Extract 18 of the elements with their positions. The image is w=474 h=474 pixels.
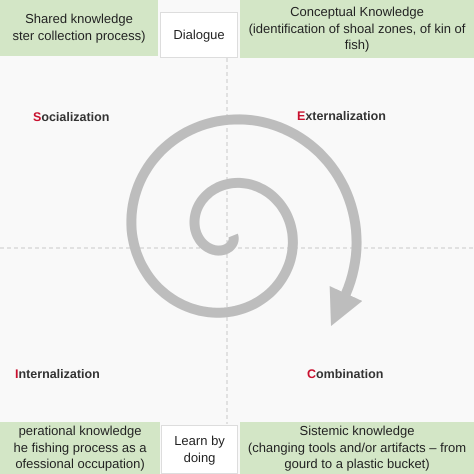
quadrant-label: Internalization [15, 367, 100, 381]
box-description: (changing tools and/or artifacts – from gourd to a plastic bucket) [246, 440, 468, 474]
box-description: (identification of shoal zones, of kin of fish) [248, 20, 466, 54]
knowledge-box [240, 422, 474, 474]
stage-label-box: Dialogue [160, 12, 238, 58]
box-description: he fishing process as a ofessional occupation) [12, 440, 148, 474]
quadrant-label: Externalization [297, 109, 386, 123]
knowledge-box [0, 422, 160, 474]
knowledge-box [0, 0, 158, 56]
box-heading: Sistemic knowledge [298, 422, 416, 440]
box-heading: Shared knowledge [24, 11, 134, 28]
quadrant-label: Socialization [33, 110, 110, 124]
box-description: ster collection process) [12, 28, 146, 45]
box-heading: Conceptual Knowledge [289, 4, 425, 21]
knowledge-box [240, 0, 474, 58]
quadrant-label: Combination [307, 367, 384, 381]
stage-label-box: Learn by doing [161, 425, 238, 474]
box-heading: perational knowledge [18, 422, 142, 440]
